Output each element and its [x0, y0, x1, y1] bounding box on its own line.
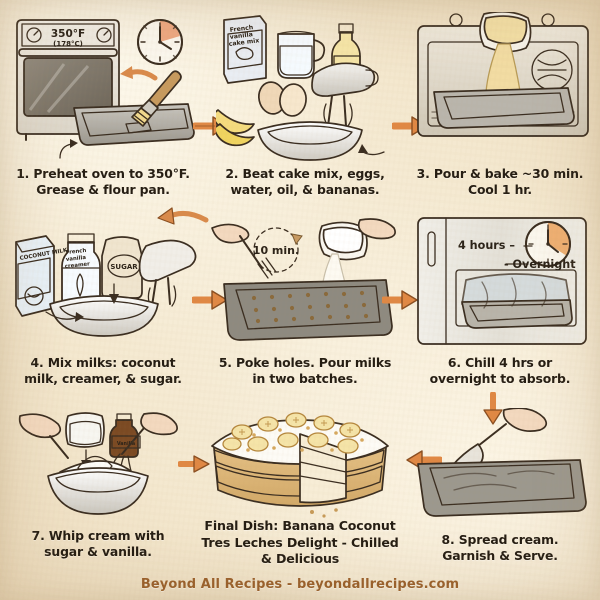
step-1-caption: 1. Preheat oven to 350°F. Grease & flour… — [16, 166, 190, 198]
whipped-cream-bowl-icon — [47, 455, 149, 515]
step-3-illustration — [412, 10, 594, 162]
oven-icon — [16, 19, 120, 141]
batter-jug-icon — [479, 10, 532, 53]
cake-mix-box-line1: French — [229, 24, 253, 34]
hand-mixer-icon — [311, 62, 379, 127]
step-1-illustration: 350°F (178°C) — [8, 12, 198, 162]
crumbs-icon — [310, 508, 338, 518]
arrow-step6-to-step7 — [480, 391, 506, 430]
hand-with-fork-icon — [211, 223, 277, 279]
arrow-ingredients-to-bowl-icon — [358, 144, 385, 156]
chill-duration-min-label: 4 hours – — [458, 239, 515, 252]
baking-pan-icon — [433, 87, 575, 129]
step-3-caption: 3. Pour & bake ~30 min. Cool 1 hr. — [416, 166, 584, 198]
sugar-jar-icon — [65, 412, 105, 448]
clock-icon — [525, 221, 571, 267]
cake-mix-box-icon — [223, 15, 267, 84]
cake-pan-with-holes-icon — [223, 279, 393, 341]
creamer-label-line3: creamer — [65, 261, 91, 270]
final-dish-illustration — [196, 392, 404, 520]
arrow-step3-to-step4 — [150, 206, 210, 234]
vanilla-bottle-icon — [109, 413, 141, 458]
baking-pan-with-brush-icon — [73, 70, 195, 146]
sugar-label: SUGAR — [110, 263, 138, 271]
milk-jug-icon — [318, 218, 396, 261]
timer-label: 10 min. — [253, 244, 299, 257]
eggs-icon — [258, 81, 307, 117]
bananas-icon — [211, 109, 255, 147]
hand-left-icon — [18, 413, 69, 459]
footer-branding[interactable]: Beyond All Recipes - beyondallrecipes.co… — [140, 577, 460, 592]
arrow-carton-to-bowl-icon — [45, 311, 84, 322]
arrow-clock-to-oven-icon — [120, 66, 158, 81]
oven-temperature-fahrenheit: 350°F — [51, 28, 85, 40]
vanilla-bottle-label: Vanilla — [117, 441, 135, 447]
step-2-caption: 2. Beat cake mix, eggs, water, oil, & ba… — [225, 166, 385, 198]
step-8-caption: 8. Spread cream. Garnish & Serve. — [441, 532, 559, 564]
final-dish-caption: Final Dish: Banana Coconut Tres Leches D… — [201, 518, 399, 567]
chill-duration-max-label: - Overnight — [504, 258, 576, 271]
mixing-bowl-icon — [257, 121, 363, 161]
creamer-bottle-icon — [61, 233, 101, 307]
cake-mix-box-line2: vanilla — [229, 31, 253, 41]
step-5-illustration: 10 min. — [210, 218, 402, 350]
arrow-step5-to-step6 — [380, 288, 420, 316]
water-pitcher-icon — [277, 30, 326, 79]
pastry-brush-icon — [131, 70, 182, 127]
clock-icon — [137, 19, 183, 65]
step-4-illustration: COCONUT MILK French vanilla creamer SUGA… — [6, 220, 198, 350]
step-2-illustration: French vanilla cake mix — [211, 12, 396, 162]
banana-slices-garnish-icon — [222, 412, 364, 454]
step-7-caption: 7. Whip cream with sugar & vanilla. — [31, 528, 165, 560]
covered-cake-pan-icon — [461, 273, 573, 329]
arrow-step7-to-final-right — [177, 452, 212, 480]
step-4-caption: 4. Mix milks: coconut milk, creamer, & s… — [24, 355, 182, 387]
arrow-to-pan-icon — [59, 139, 78, 159]
step-5-caption: 5. Poke holes. Pour milks in two batches… — [218, 355, 392, 387]
oven-temperature-celsius: (178°C) — [53, 40, 83, 48]
creamer-label-line1: French — [66, 248, 87, 256]
step-7-illustration: Vanilla — [4, 410, 200, 522]
step-8-illustration — [408, 407, 596, 522]
arrow-step4-to-step5 — [190, 288, 230, 316]
hand-mixer-icon — [138, 239, 197, 309]
step-6-caption: 6. Chill 4 hrs or overnight to absorb. — [429, 355, 571, 387]
mixing-bowl-icon — [49, 295, 159, 337]
coconut-milk-carton-icon — [15, 235, 55, 317]
step-6-illustration: 4 hours – - Overnight — [412, 216, 596, 350]
arrow-ingredients-into-bowl-icon — [109, 283, 119, 304]
creamer-label-line2: vanilla — [66, 255, 87, 263]
pan-with-cream-icon — [417, 459, 587, 517]
cake-mix-box-line3: cake mix — [228, 37, 259, 48]
timer-bubble-icon — [253, 227, 303, 273]
